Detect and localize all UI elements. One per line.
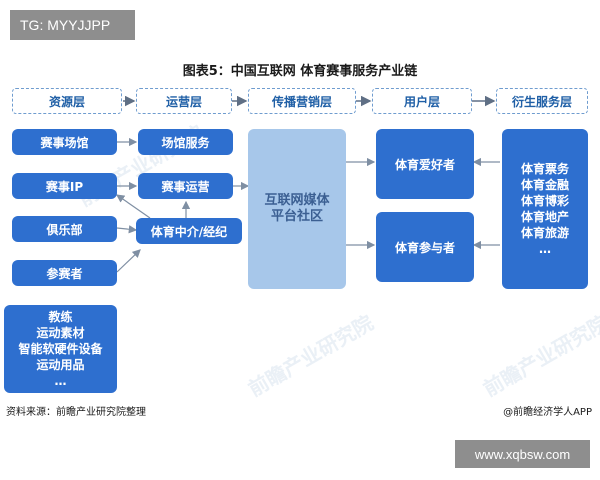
misc-resource-item: 运动素材 xyxy=(36,326,85,340)
node-sports-participant: 体育参与者 xyxy=(376,212,474,282)
misc-resource-item: 教练 xyxy=(48,310,73,324)
misc-resource-item: 智能软硬件设备 xyxy=(18,342,103,356)
derivative-item: 体育博彩 xyxy=(520,194,569,208)
derivative-item: 体育票务 xyxy=(520,162,569,176)
credit-note: @前瞻经济学人APP xyxy=(503,407,592,418)
watermark: 前瞻产业研究院 xyxy=(244,310,378,402)
layer-derivative: 衍生服务层 xyxy=(496,88,588,114)
derivative-item: 体育地产 xyxy=(520,210,569,224)
misc-resource-item: … xyxy=(54,374,67,388)
site-tag: www.xqbsw.com xyxy=(455,440,590,468)
node-misc-resources: 教练 运动素材 智能软硬件设备 运动用品 … xyxy=(4,305,117,393)
node-derivative-services: 体育票务 体育金融 体育博彩 体育地产 体育旅游 … xyxy=(502,129,588,289)
corner-tag: TG: MYYJJPP xyxy=(10,10,135,40)
node-club: 俱乐部 xyxy=(12,216,117,242)
node-event-ip: 赛事IP xyxy=(12,173,117,199)
layer-marketing: 传播营销层 xyxy=(248,88,356,114)
node-platform: 互联网媒体 平台社区 xyxy=(248,129,346,289)
figure-title: 图表5：中国互联网 体育赛事服务产业链 xyxy=(182,64,418,79)
node-stadium: 赛事场馆 xyxy=(12,129,117,155)
layer-operation: 运营层 xyxy=(136,88,232,114)
layer-user: 用户层 xyxy=(372,88,472,114)
node-venue-service: 场馆服务 xyxy=(138,129,233,155)
layer-resource: 资源层 xyxy=(12,88,122,114)
watermark: 前瞻产业研究院 xyxy=(479,310,600,402)
platform-line: 互联网媒体 xyxy=(264,193,330,208)
node-event-operation: 赛事运营 xyxy=(138,173,233,199)
derivative-item: 体育旅游 xyxy=(520,226,569,240)
derivative-item: 体育金融 xyxy=(520,178,569,192)
platform-line: 平台社区 xyxy=(270,209,323,224)
node-sports-fan: 体育爱好者 xyxy=(376,129,474,199)
flow-arrow xyxy=(116,249,141,273)
node-participant: 参赛者 xyxy=(12,260,117,286)
flow-arrow xyxy=(116,225,138,234)
node-agency: 体育中介/经纪 xyxy=(136,218,242,244)
misc-resource-item: 运动用品 xyxy=(36,358,85,372)
derivative-item: … xyxy=(539,242,551,256)
source-note: 资料来源：前瞻产业研究院整理 xyxy=(6,407,146,418)
